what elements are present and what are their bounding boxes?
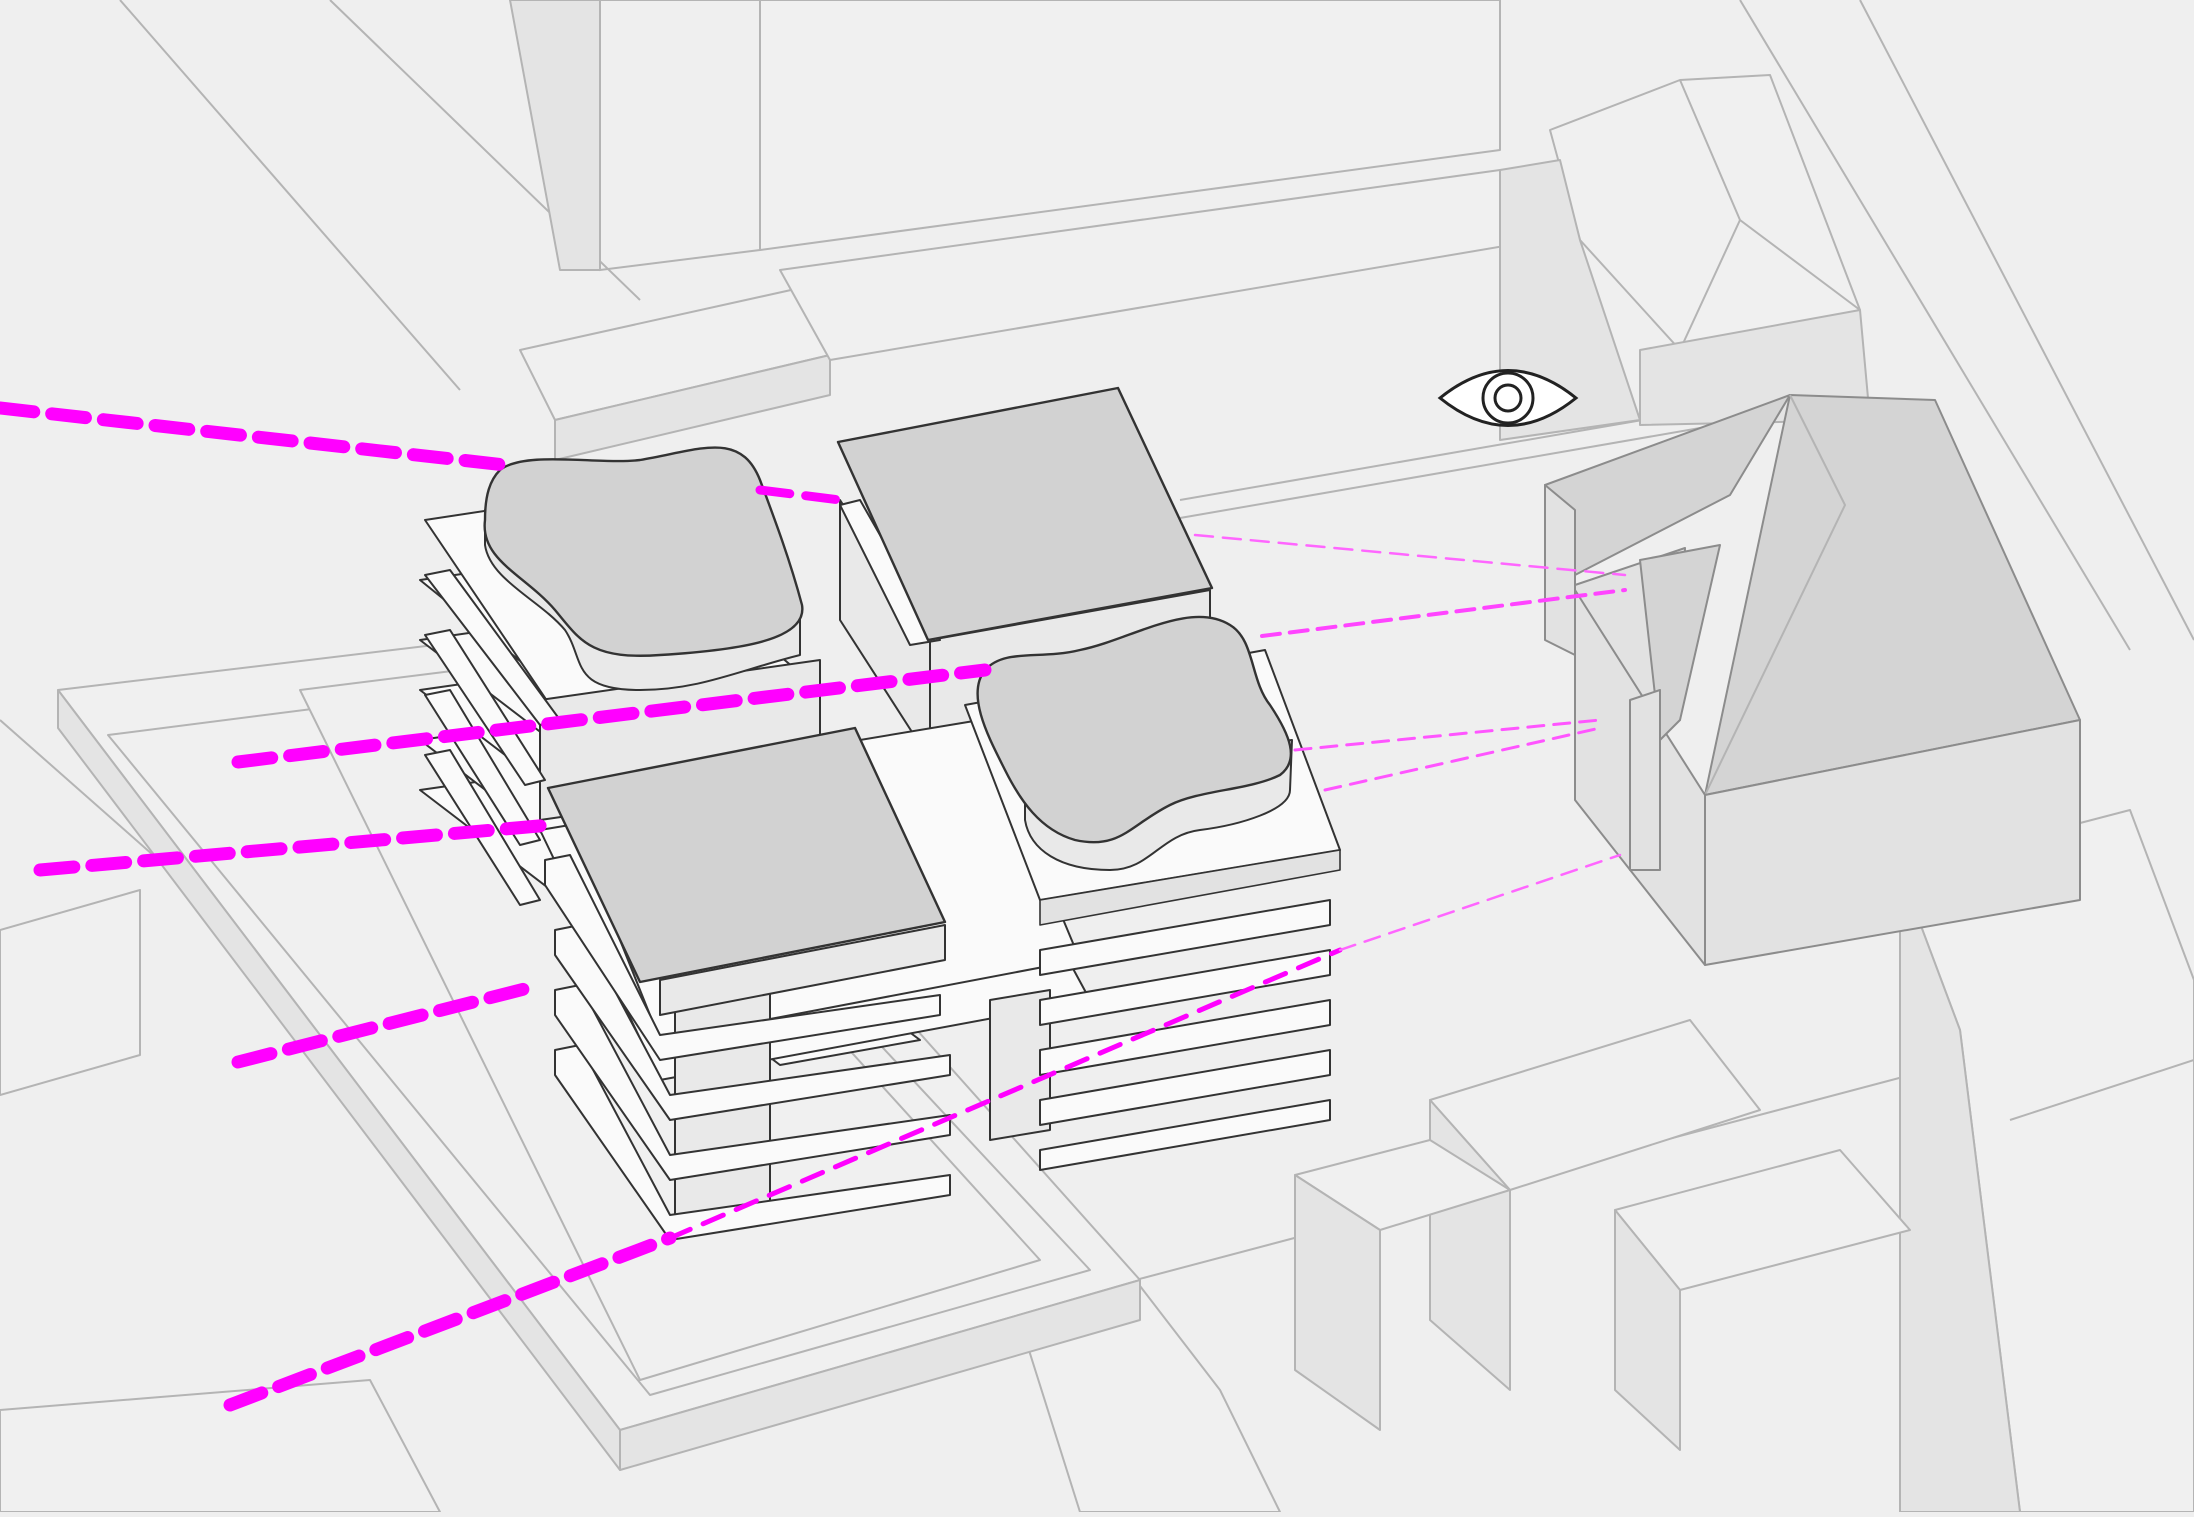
sightline-thick-5 (223, 1231, 677, 1412)
sightline-thick-3 (33, 818, 557, 877)
tower-c-slab-2 (544, 854, 941, 1061)
tower-c-roof (546, 726, 947, 984)
sightline-thin-2 (1260, 588, 1627, 638)
plinth-left (57, 689, 621, 1471)
tower-a-roof (483, 446, 804, 657)
tower-d-terrace-edge (1039, 849, 1341, 926)
eye-icon (1437, 369, 1579, 427)
tower-d-slab-3 (1039, 999, 1331, 1076)
tower-d-slab-5 (1039, 1099, 1331, 1171)
tower-d-core (989, 989, 1051, 1141)
context-block-bottom-2-front (1294, 1174, 1381, 1431)
house-dormer-front (1629, 689, 1661, 871)
context-block-tall-side (509, 0, 601, 271)
sightline-thin-4 (1323, 726, 1602, 792)
tower-d-slab-2 (1039, 949, 1331, 1026)
sightline-thick-4 (231, 978, 547, 1069)
context-block-tall (509, 0, 1501, 251)
tower-d-slab-4 (1039, 1049, 1331, 1126)
existing-house (1544, 394, 2081, 966)
context-bottom-left (0, 1379, 441, 1513)
context-block-low-front (554, 354, 831, 461)
sightlines (0, 401, 1627, 1412)
tower-d-roof (976, 615, 1293, 844)
context-left-block (0, 889, 141, 1096)
tower-d-slab-1 (1039, 899, 1331, 976)
proposed-building (419, 386, 1341, 1241)
sightline-mid-5 (667, 947, 1343, 1241)
sightline-thin-1 (1193, 533, 1627, 577)
tower-b-roof (836, 386, 1214, 642)
tower-c-front (659, 924, 946, 1016)
sightline-thick-1b (755, 485, 845, 505)
sightline-thin-3 (1293, 718, 1602, 752)
tower-a-slab-4 (424, 689, 541, 846)
sightline-thick-1 (0, 401, 512, 472)
sightline-thick-2 (231, 663, 992, 769)
context-block-bottom-3-front (1614, 1209, 1681, 1451)
sightline-thin-5 (1338, 853, 1622, 952)
